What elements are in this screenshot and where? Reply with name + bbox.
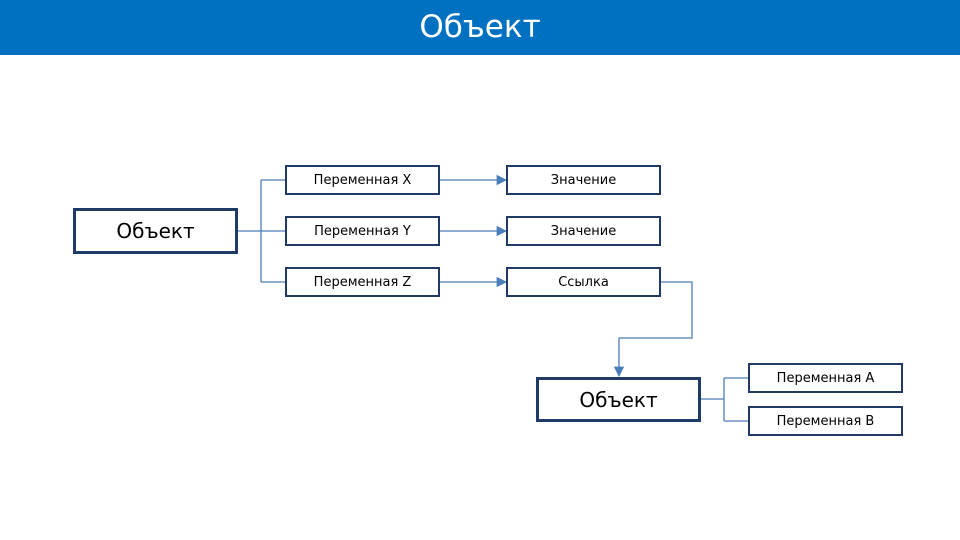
value-box-2: Значение [506,216,661,246]
arrow-link-to-object [613,281,693,378]
title-bar [0,0,960,55]
variable-x-box: Переменная X [285,165,440,195]
variable-y-box: Переменная Y [285,216,440,246]
variable-a-box: Переменная A [748,363,903,393]
object-main-box: Объект [73,208,238,254]
connector-object-to-ab [700,377,748,422]
slide-title: Объект [419,9,541,45]
variable-z-box: Переменная Z [285,267,440,297]
variable-b-box: Переменная B [748,406,903,436]
connector-object-to-vars [237,179,286,283]
object-ref-box: Объект [536,377,701,422]
value-box-1: Значение [506,165,661,195]
link-box: Ссылка [506,267,661,297]
